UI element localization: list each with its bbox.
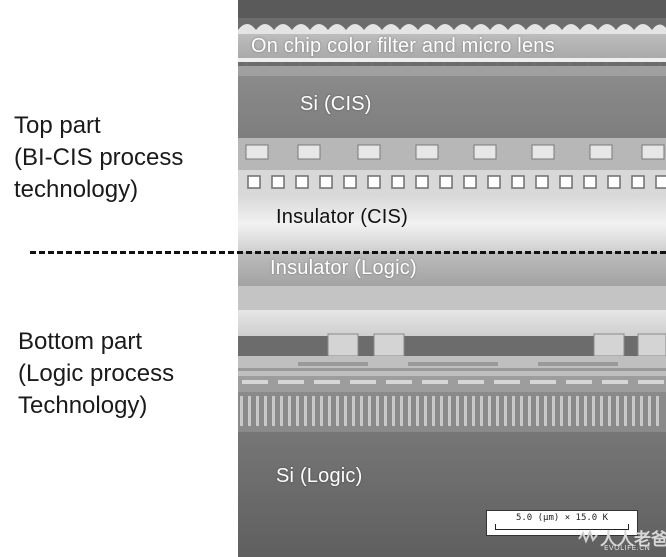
logic-pads [327,333,666,357]
top-part-title: Top part [14,112,101,139]
logic-upper-band [238,286,666,310]
bottom-part-process-line2: Technology) [18,392,148,419]
watermark-text: 人人老爸网 [600,530,666,550]
scale-bar-line [495,529,629,530]
bottom-part-label: Bottom part (Logic process Technology) [18,326,174,422]
top-part-process-line1: (BI-CIS process [14,144,184,171]
watermark: 人人老爸网 EVOLIFE.CN [578,525,666,555]
insulator-logic-label: Insulator (Logic) [270,257,417,279]
insulator-cis-label: Insulator (CIS) [276,206,408,228]
filter-base [238,66,666,76]
scale-bar-tick-right [628,524,629,530]
insulator-cis-layer [238,196,666,252]
logic-metal-band [238,310,666,336]
insulator-logic-layer [238,252,666,286]
si-logic-layer [238,432,666,557]
si-logic-label: Si (Logic) [276,465,363,487]
scale-bar: 5.0 (μm) × 15.0 K [486,510,638,536]
logic-metal-segments [242,380,664,384]
color-filter-label: On chip color filter and micro lens [251,35,555,57]
filter-dots [244,62,662,66]
watermark-subtext: EVOLIFE.CN [604,544,651,552]
scale-bar-text: 5.0 (μm) × 15.0 K [515,513,609,523]
bottom-part-title: Bottom part [18,328,143,355]
sem-layer-stack [238,0,666,557]
micro-lens-surface [238,24,666,36]
transistor-comb [240,396,659,426]
sem-cross-section-image: On chip color filter and micro lens Si (… [238,0,666,557]
scale-bar-tick-left [495,524,496,530]
cis-wiring-row-1 [245,144,665,160]
si-cis-label: Si (CIS) [300,93,372,115]
filter-interface-line [238,58,666,62]
top-part-label: Top part (BI-CIS process technology) [14,110,183,206]
cis-wiring-row-2 [247,175,666,189]
top-dark-band [238,0,666,18]
watermark-wave-icon [578,529,598,544]
logic-interconnect-lines [238,362,666,371]
bottom-part-process-line1: (Logic process [18,360,175,387]
process-boundary-dashed-line [30,251,666,254]
color-filter-layer [238,34,666,60]
logic-metal-rows [238,376,666,392]
top-part-process-line2: technology) [14,176,139,203]
si-cis-layer [238,76,666,138]
